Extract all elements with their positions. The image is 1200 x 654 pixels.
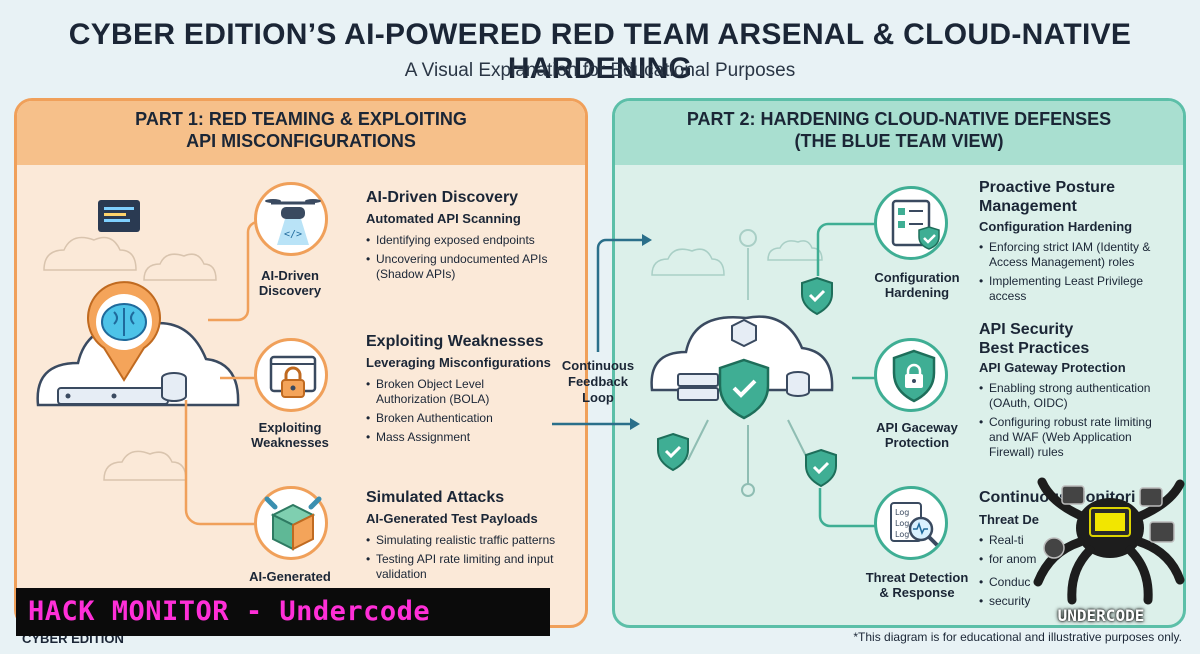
svg-text:Log: Log xyxy=(895,519,909,528)
list-item: Enabling strong authentication (OAuth, O… xyxy=(979,381,1175,411)
api-security-title: API Security Best Practices xyxy=(979,320,1089,358)
checklist-icon xyxy=(891,199,940,250)
page-subtitle: A Visual Explanation for Educational Pur… xyxy=(404,60,796,81)
svg-text:Log: Log xyxy=(895,530,909,539)
part2-heading: PART 2: HARDENING CLOUD-NATIVE DEFENSES … xyxy=(615,101,1183,165)
simulated-attacks-title: Simulated Attacks xyxy=(366,489,505,506)
page-title: CYBER EDITION’S AI-POWERED RED TEAM ARSE… xyxy=(68,18,1132,85)
feedback-line3: Loop xyxy=(582,390,614,405)
exploiting-subtitle: Leveraging Misconfigurations xyxy=(366,355,551,370)
threat-detection-circle: Log Log Log xyxy=(874,486,948,560)
api-gateway-circle xyxy=(874,338,948,412)
shield-lock-icon xyxy=(892,349,936,403)
hack-monitor-banner: HACK MONITOR - Undercode xyxy=(16,588,550,636)
monitoring-bullets: Real-ti for anom Conduc security xyxy=(979,533,1059,613)
list-item: Identifying exposed endpoints xyxy=(366,233,576,248)
list-item: Enforcing strict IAM (Identity & Access … xyxy=(979,240,1179,270)
config-hardening-circle-label: Configuration Hardening xyxy=(857,270,977,300)
feedback-line2: Feedback xyxy=(568,374,628,389)
list-item: Implementing Least Privilege access xyxy=(979,274,1179,304)
api-gateway-circle-label: API Gaceway Protection xyxy=(857,420,977,450)
ai-discovery-label-1: AI-Driven xyxy=(261,268,319,283)
log-magnifier-icon: Log Log Log xyxy=(890,502,939,547)
config-hardening-label-1: Configuration xyxy=(874,270,960,285)
api-security-title-line1: API Security xyxy=(979,321,1074,338)
part1-heading-line2: API MISCONFIGURATIONS xyxy=(186,131,416,151)
exploiting-label-2: Weaknesses xyxy=(251,435,329,450)
package-icon xyxy=(264,496,322,551)
ai-discovery-bullets: Identifying exposed endpoints Uncovering… xyxy=(366,233,576,286)
threat-detection-label-1: Threat Detection xyxy=(865,570,969,585)
part1-heading-line1: PART 1: RED TEAMING & EXPLOITING xyxy=(135,109,467,129)
shield-check-icon xyxy=(657,432,689,472)
threat-detection-label-2: & Response xyxy=(879,585,955,600)
ai-discovery-circle: </> xyxy=(254,182,328,256)
svg-text:Log: Log xyxy=(895,508,909,517)
list-item: Broken Object Level Authorization (BOLA) xyxy=(366,377,556,407)
simulated-attacks-label-1: AI-Generated xyxy=(249,569,331,584)
shield-check-icon xyxy=(801,276,833,316)
exploiting-circle xyxy=(254,338,328,412)
posture-title-line2: Management xyxy=(979,198,1077,215)
undercode-logo: UNDERCODE xyxy=(1057,606,1145,625)
part1-heading: PART 1: RED TEAMING & EXPLOITING API MIS… xyxy=(17,101,585,165)
attack-cloud-illustration xyxy=(36,200,240,481)
exploiting-circle-label: Exploiting Weaknesses xyxy=(230,420,350,450)
posture-title-line1: Proactive Posture xyxy=(979,179,1116,196)
config-hardening-label-2: Hardening xyxy=(884,285,950,300)
ai-discovery-circle-label: AI-Driven Discovery xyxy=(230,268,350,298)
monitoring-subtitle: Threat De xyxy=(979,512,1039,527)
part2-heading-line1: PART 2: HARDENING CLOUD-NATIVE DEFENSES xyxy=(686,109,1112,129)
ai-discovery-title: AI-Driven Discovery xyxy=(366,189,519,206)
list-item: Uncovering undocumented APIs (Shadow API… xyxy=(366,252,576,282)
list-item: security xyxy=(979,594,1059,609)
api-security-subtitle: API Gateway Protection xyxy=(979,360,1126,375)
posture-subtitle: Configuration Hardening xyxy=(979,219,1133,234)
api-gateway-label-1: API Gaceway xyxy=(876,420,958,435)
shield-check-icon xyxy=(805,448,837,488)
padlock-icon xyxy=(269,355,317,398)
simulated-attacks-bullets: Simulating realistic traffic patterns Te… xyxy=(366,533,566,586)
feedback-line1: Continuous xyxy=(561,358,635,373)
exploiting-bullets: Broken Object Level Authorization (BOLA)… xyxy=(366,377,556,449)
list-item: Conduc xyxy=(979,575,1059,590)
api-gateway-label-2: Protection xyxy=(884,435,950,450)
config-hardening-circle xyxy=(874,186,948,260)
drone-icon: </> xyxy=(265,199,321,245)
list-item: for anom xyxy=(979,552,1059,567)
threat-detection-circle-label: Threat Detection & Response xyxy=(850,570,984,600)
ai-discovery-subtitle: Automated API Scanning xyxy=(366,211,521,226)
exploiting-label-1: Exploiting xyxy=(258,420,322,435)
exploiting-title: Exploiting Weaknesses xyxy=(366,333,544,350)
api-security-title-line2: Best Practices xyxy=(979,340,1090,357)
simulated-attacks-circle xyxy=(254,486,328,560)
simulated-attacks-circle-label: AI-Generated xyxy=(230,569,350,584)
simulated-attacks-subtitle: AI-Generated Test Payloads xyxy=(366,511,538,526)
footnote: *This diagram is for educational and ill… xyxy=(853,630,1182,644)
list-item: Configuring robust rate limiting and WAF… xyxy=(979,415,1175,460)
hacker-octopus-icon xyxy=(1033,477,1185,605)
list-item: Testing API rate limiting and input vali… xyxy=(366,552,566,582)
list-item: Mass Assignment xyxy=(366,430,556,445)
list-item: Broken Authentication xyxy=(366,411,556,426)
feedback-loop-label: Continuous Feedback Loop xyxy=(560,358,636,406)
list-item: Real-ti xyxy=(979,533,1059,548)
defense-cloud-illustration xyxy=(650,229,834,497)
posture-bullets: Enforcing strict IAM (Identity & Access … xyxy=(979,240,1179,308)
ai-discovery-label-2: Discovery xyxy=(258,283,322,298)
svg-text:</>: </> xyxy=(284,229,302,240)
posture-title: Proactive Posture Management xyxy=(979,178,1115,216)
list-item: Simulating realistic traffic patterns xyxy=(366,533,566,548)
part2-heading-line2: (THE BLUE TEAM VIEW) xyxy=(794,131,1004,151)
api-security-bullets: Enabling strong authentication (OAuth, O… xyxy=(979,381,1175,464)
